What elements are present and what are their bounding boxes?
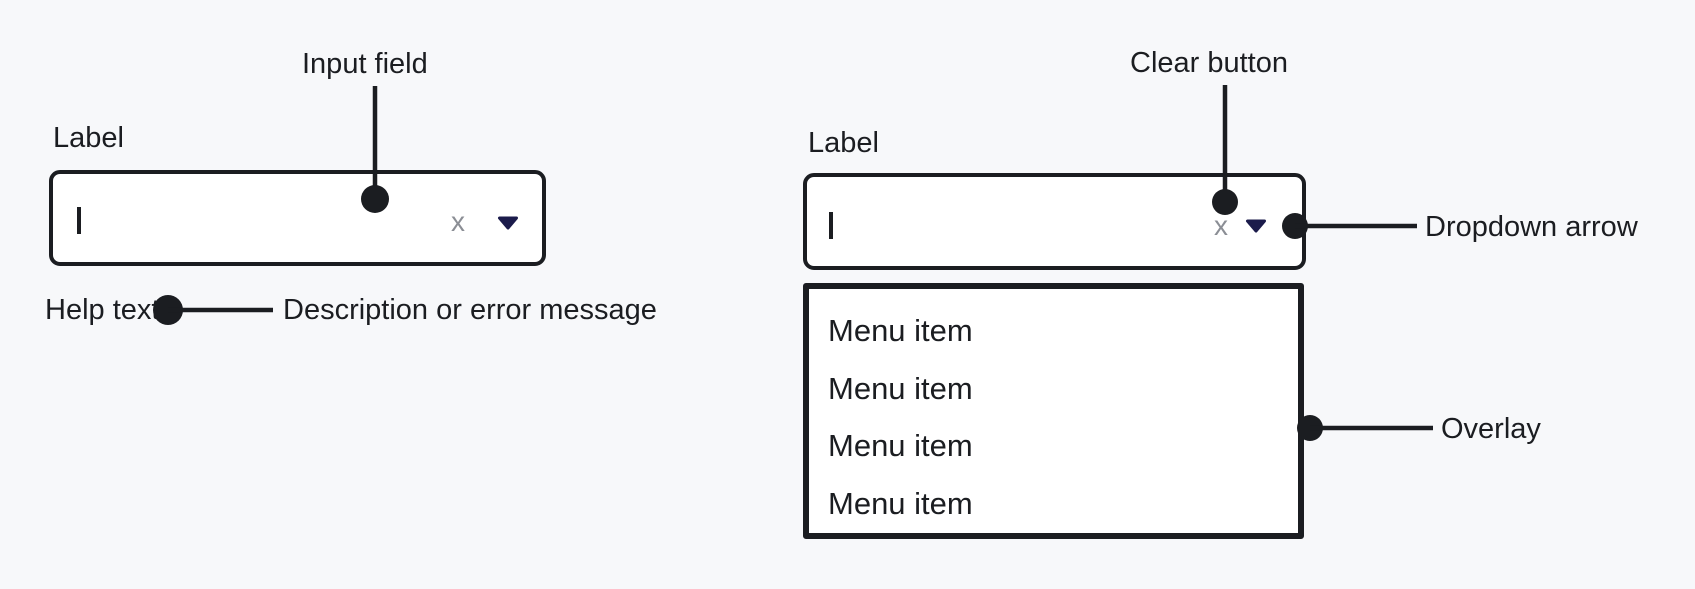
text-cursor xyxy=(829,212,833,239)
annotation-dropdown-arrow-label: Dropdown arrow xyxy=(1425,211,1638,243)
annotation-description-label: Description or error message xyxy=(283,294,657,326)
menu-item[interactable]: Menu item xyxy=(828,370,973,406)
combobox-input[interactable] xyxy=(49,170,546,266)
dropdown-arrow-icon[interactable] xyxy=(1244,219,1268,233)
annotation-overlay-label: Overlay xyxy=(1441,413,1541,445)
text-cursor xyxy=(77,207,81,234)
clear-button[interactable]: x xyxy=(451,206,465,237)
dropdown-menu-overlay: Menu item Menu item Menu item Menu item xyxy=(803,283,1304,539)
annotation-input-field-label: Input field xyxy=(302,48,428,80)
menu-item[interactable]: Menu item xyxy=(828,486,973,522)
combobox-label: Label xyxy=(808,127,879,159)
menu-item[interactable]: Menu item xyxy=(828,428,973,464)
combobox-input[interactable] xyxy=(803,173,1306,270)
help-text: Help text xyxy=(45,294,160,326)
combobox-label: Label xyxy=(53,122,124,154)
clear-button[interactable]: x xyxy=(1214,210,1228,241)
annotation-clear-button-label: Clear button xyxy=(1130,47,1288,79)
dropdown-arrow-icon[interactable] xyxy=(496,216,520,230)
menu-item[interactable]: Menu item xyxy=(828,312,973,348)
